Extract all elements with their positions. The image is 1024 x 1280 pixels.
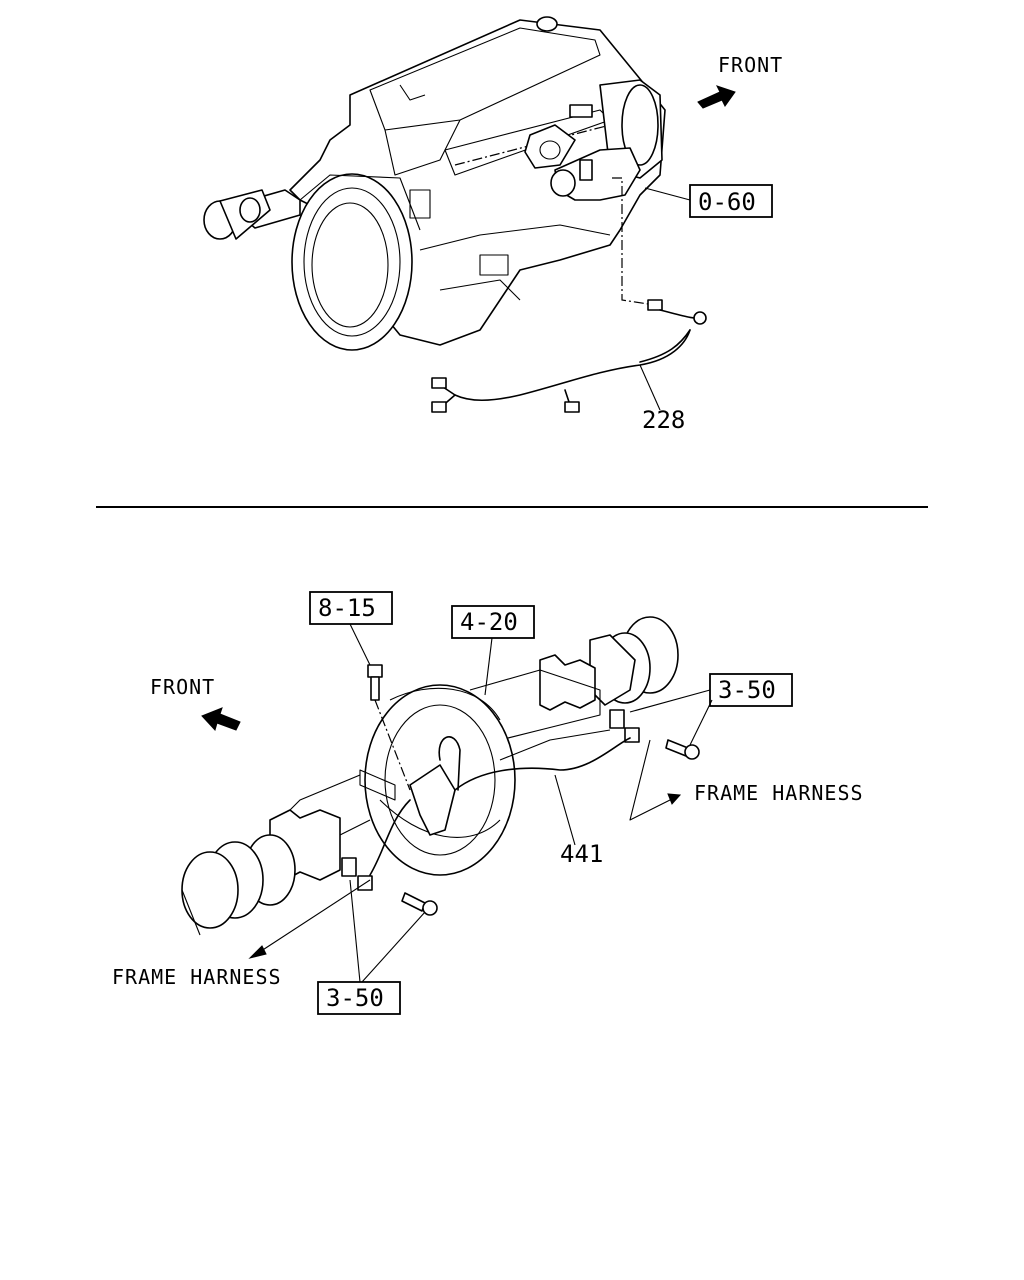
- rear-axle-illustration: [181, 616, 679, 936]
- part-number-228: 228: [642, 406, 685, 434]
- part-number-441: 441: [560, 840, 603, 868]
- ref-box-3-50-right: 3-50: [629, 673, 793, 746]
- frame-harness-right: FRAME HARNESS: [629, 739, 864, 821]
- front-arrow-icon: [201, 707, 241, 731]
- svg-text:3-50: 3-50: [326, 984, 384, 1012]
- ref-box-8-15: 8-15: [309, 591, 393, 666]
- svg-text:FRONT: FRONT: [718, 53, 783, 77]
- ref-box-0-60: 0-60: [644, 184, 773, 218]
- bolt-left: [401, 892, 438, 916]
- svg-text:0-60: 0-60: [698, 188, 756, 216]
- ref-box-4-20: 4-20: [451, 605, 535, 696]
- bolt-right: [665, 739, 700, 760]
- svg-text:3-50: 3-50: [718, 676, 776, 704]
- front-arrow-icon: [697, 85, 736, 109]
- front-label-top: FRONT: [697, 53, 783, 109]
- engine-illustration: [203, 16, 666, 351]
- engine-harness-228: 228: [431, 177, 707, 434]
- front-label-bottom: FRONT: [150, 675, 241, 731]
- svg-text:4-20: 4-20: [460, 608, 518, 636]
- svg-text:FRAME HARNESS: FRAME HARNESS: [112, 965, 282, 989]
- sensor-wire-441: 441: [369, 736, 631, 876]
- svg-text:FRONT: FRONT: [150, 675, 215, 699]
- bolt-8-15: [367, 664, 411, 791]
- frame-harness-left: FRAME HARNESS: [112, 879, 371, 989]
- svg-text:FRAME HARNESS: FRAME HARNESS: [694, 781, 864, 805]
- ref-box-3-50-left: 3-50: [317, 879, 426, 1015]
- svg-text:8-15: 8-15: [318, 594, 376, 622]
